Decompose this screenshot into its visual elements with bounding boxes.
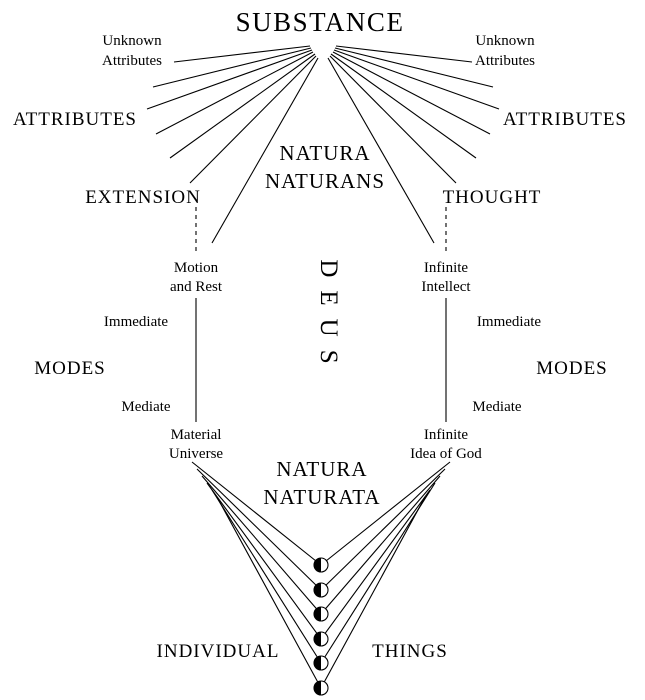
modes-left-label: MODES <box>34 358 106 379</box>
fan-line <box>173 45 311 63</box>
bottom-fan-right <box>320 461 451 689</box>
extension-label: EXTENSION <box>85 187 201 208</box>
deus-label: DEUS <box>315 259 342 376</box>
fan-line <box>201 475 322 615</box>
fan-line <box>330 53 477 159</box>
fan-line <box>332 51 491 135</box>
node-circle-half <box>314 681 321 695</box>
node-circle-half <box>314 607 321 621</box>
top-fan-right <box>327 45 500 244</box>
unknown-attributes-right-line2: Attributes <box>475 53 535 69</box>
thought-label: THOUGHT <box>443 187 542 208</box>
motion-and-rest-line1: Motion <box>174 260 219 276</box>
fan-line <box>152 47 312 88</box>
immediate-left-label: Immediate <box>104 314 168 330</box>
infinite-idea-line2: Idea of God <box>410 446 482 462</box>
fan-line <box>334 47 494 88</box>
natura-naturans-line1: NATURA <box>279 141 370 165</box>
bottom-fan-left <box>191 461 322 689</box>
substance-label: SUBSTANCE <box>236 7 405 37</box>
motion-and-rest-line2: and Rest <box>170 279 223 295</box>
natura-naturata-line2: NATURATA <box>263 485 380 509</box>
things-label: THINGS <box>372 641 448 662</box>
attributes-right-label: ATTRIBUTES <box>503 109 627 130</box>
node-circle-half <box>314 656 321 670</box>
fan-line <box>333 49 500 110</box>
node-circle-half <box>314 583 321 597</box>
individual-label: INDIVIDUAL <box>157 641 280 662</box>
material-universe-line2: Universe <box>169 446 223 462</box>
infinite-idea-line1: Infinite <box>424 427 468 443</box>
natura-naturata-line1: NATURA <box>276 457 367 481</box>
fan-line <box>320 489 431 640</box>
natura-naturans-line2: NATURANS <box>265 169 385 193</box>
fan-line <box>155 51 314 135</box>
fan-line <box>211 489 322 664</box>
fan-line <box>169 53 316 159</box>
fan-line <box>216 496 322 689</box>
fan-line <box>196 468 322 591</box>
infinite-intellect-line1: Infinite <box>424 260 468 276</box>
material-universe-line1: Material <box>171 427 222 443</box>
unknown-attributes-left-line1: Unknown <box>102 33 162 49</box>
fan-line <box>327 57 435 244</box>
infinite-intellect-line2: Intellect <box>421 279 471 295</box>
individual-thing-nodes <box>313 557 329 696</box>
unknown-attributes-right-line1: Unknown <box>475 33 535 49</box>
unknown-attributes-left-line2: Attributes <box>102 53 162 69</box>
fan-line <box>191 461 322 566</box>
node-circle-half <box>314 558 321 572</box>
top-fan-left <box>146 45 319 244</box>
fan-line <box>320 468 446 591</box>
attributes-left-label: ATTRIBUTES <box>13 109 137 130</box>
fan-line <box>206 482 322 640</box>
modes-right-label: MODES <box>536 358 608 379</box>
fan-line <box>320 475 441 615</box>
fan-line <box>320 496 426 689</box>
immediate-right-label: Immediate <box>477 314 541 330</box>
node-circle-half <box>314 632 321 646</box>
fan-line <box>320 461 451 566</box>
mediate-right-label: Mediate <box>472 399 521 415</box>
fan-line <box>335 45 473 63</box>
fan-line <box>211 57 319 244</box>
mediate-left-label: Mediate <box>121 399 170 415</box>
fan-line <box>189 55 317 184</box>
fan-line <box>146 49 313 110</box>
fan-line <box>329 55 457 184</box>
